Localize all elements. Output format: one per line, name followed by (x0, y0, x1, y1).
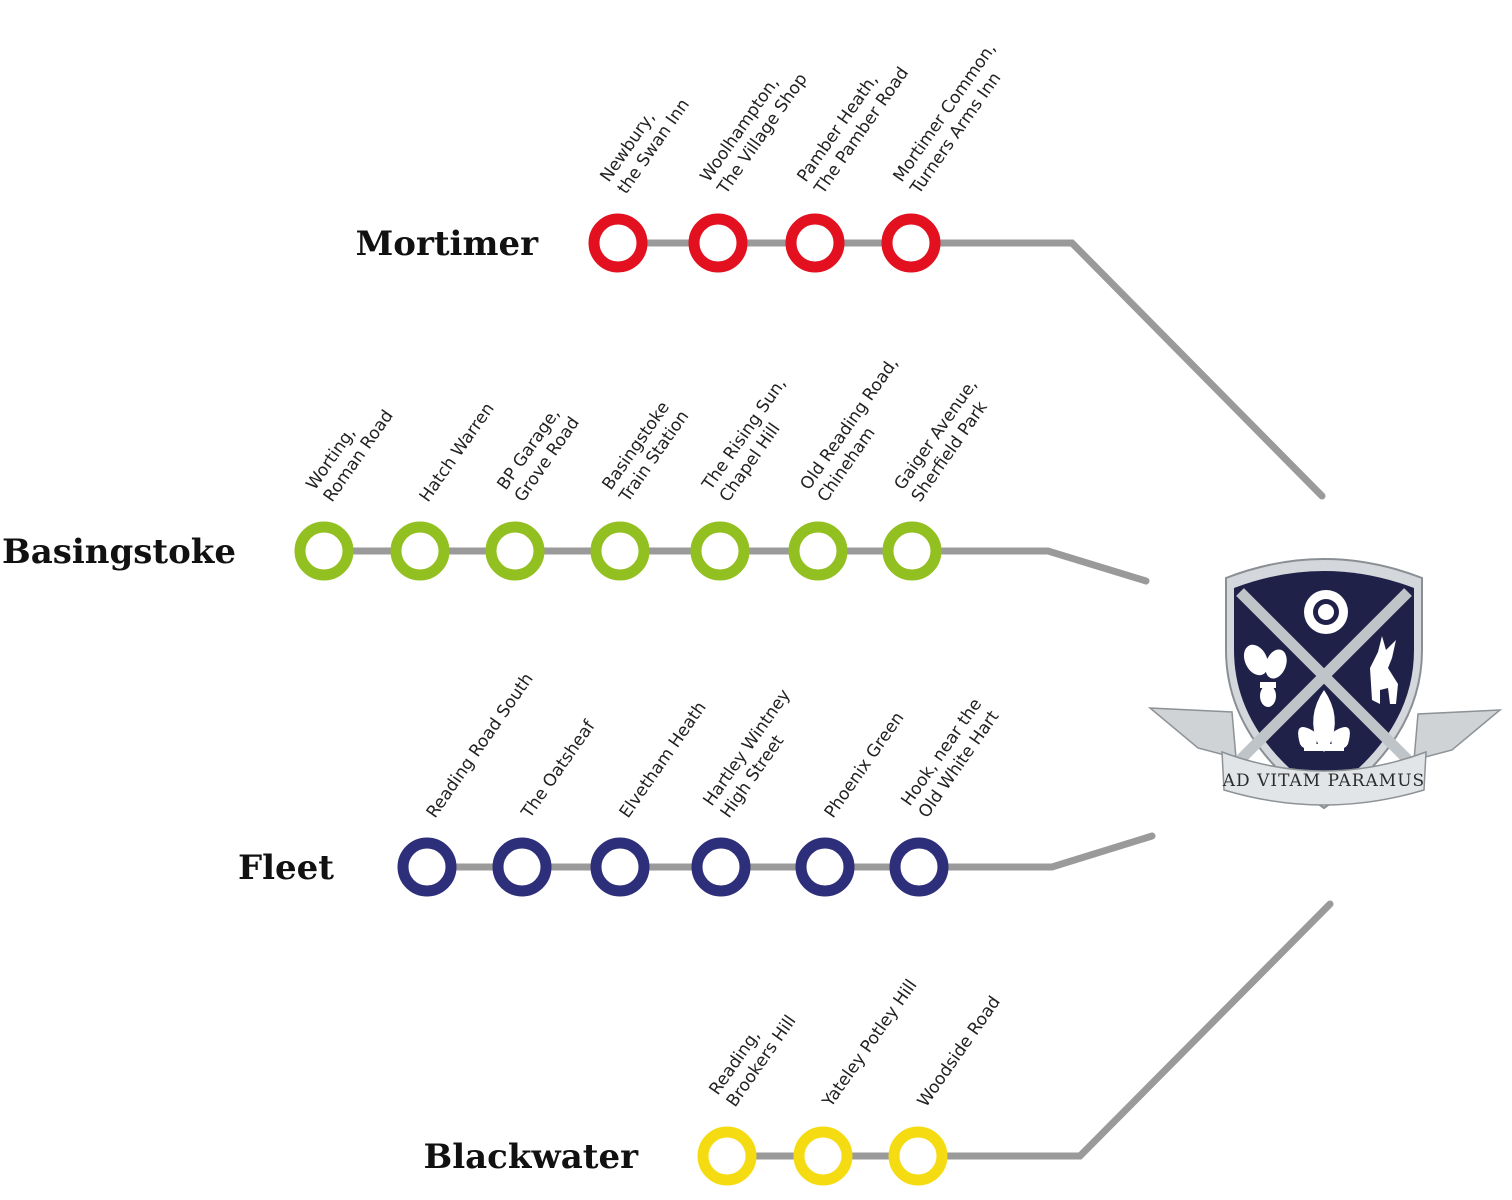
stop-label-line: Phoenix Green (821, 709, 909, 822)
route-name: Basingstoke (2, 532, 236, 572)
route-line (614, 239, 1326, 500)
stag-icon (1370, 636, 1398, 704)
stop-marker[interactable] (888, 1126, 948, 1186)
school-crest: AD VITAM PARAMUS (1147, 558, 1503, 810)
stop-marker[interactable] (485, 521, 545, 581)
stop-label: The Oatsheaf (517, 716, 600, 822)
tudor-rose-icon (1304, 590, 1348, 634)
stop-label-line: Woodside Road (914, 993, 1005, 1111)
stop-label-line: Hatch Warren (416, 399, 499, 506)
stop-marker[interactable] (492, 837, 552, 897)
stop-label: Woolhampton,The Village Shop (696, 58, 812, 199)
stop-marker[interactable] (588, 213, 648, 273)
stop-label: Yateley Potley Hill (818, 976, 921, 1112)
stop-marker[interactable] (889, 837, 949, 897)
stop-label-line: Yateley Potley Hill (818, 976, 921, 1112)
stop-marker[interactable] (690, 521, 750, 581)
stop-label: Reading,Brookers Hill (706, 1000, 801, 1111)
stop-label: Phoenix Green (821, 709, 909, 822)
stop[interactable]: Newbury,the Swan Inn (588, 83, 694, 273)
stop-marker[interactable] (390, 521, 450, 581)
route-line (723, 900, 1334, 1160)
fleur-de-lis-icon (1298, 690, 1350, 752)
stop-label: Elvetham Heath (616, 698, 711, 822)
stop-marker[interactable] (590, 521, 650, 581)
stop-label: Woodside Road (914, 993, 1005, 1111)
route-name: Mortimer (356, 224, 539, 264)
stop[interactable]: Hook, near theOld White Hart (889, 695, 1004, 897)
stop-marker[interactable] (691, 837, 751, 897)
route-name: Fleet (238, 848, 334, 888)
stop-label: Newbury,the Swan Inn (597, 83, 694, 198)
stop-label: Hartley WintneyHigh Street (700, 686, 812, 822)
stop-label-line: The Oatsheaf (517, 716, 600, 822)
stop-marker[interactable] (793, 1126, 853, 1186)
ribbon-right-tail (1413, 709, 1503, 761)
stop-label: BasingstokeTrain Station (598, 395, 693, 507)
stop-label: Gaiger Avenue,Sherfield Park (891, 375, 999, 505)
stop-marker[interactable] (785, 213, 845, 273)
route-name: Blackwater (424, 1137, 640, 1177)
stop-label: Hatch Warren (416, 399, 499, 506)
stop-label: Mortimer Common,Turners Arms Inn (889, 39, 1018, 198)
stop-label: The Rising Sun,Chapel Hill (698, 374, 808, 506)
stop-label: BP Garage,Grove Road (494, 401, 584, 505)
stop[interactable]: Hartley WintneyHigh Street (691, 686, 812, 897)
stop-marker[interactable] (294, 521, 354, 581)
stop-marker[interactable] (788, 521, 848, 581)
stop-marker[interactable] (881, 213, 941, 273)
stop-label: Reading Road South (423, 670, 538, 822)
stop-marker[interactable] (795, 837, 855, 897)
stop-label-line: Reading Road South (423, 670, 538, 822)
crest-motto: AD VITAM PARAMUS (1222, 771, 1425, 791)
saltire-bar (1236, 588, 1412, 764)
motto-banner (1221, 750, 1427, 806)
stop-label: Hook, near theOld White Hart (898, 695, 1004, 822)
stop-marker[interactable] (882, 521, 942, 581)
stop-marker[interactable] (688, 213, 748, 273)
oak-acorn-icon (1243, 644, 1287, 707)
stop[interactable]: Gaiger Avenue,Sherfield Park (882, 375, 999, 581)
stop-marker[interactable] (590, 837, 650, 897)
stop[interactable]: Woodside Road (888, 993, 1005, 1186)
stop-marker[interactable] (697, 1126, 757, 1186)
stop-label: Worting,Roman Road (303, 394, 398, 505)
ribbon-left-tail (1147, 707, 1237, 759)
stop-marker[interactable] (397, 837, 457, 897)
route-line (320, 547, 1150, 585)
stop-label-line: Elvetham Heath (616, 698, 711, 822)
